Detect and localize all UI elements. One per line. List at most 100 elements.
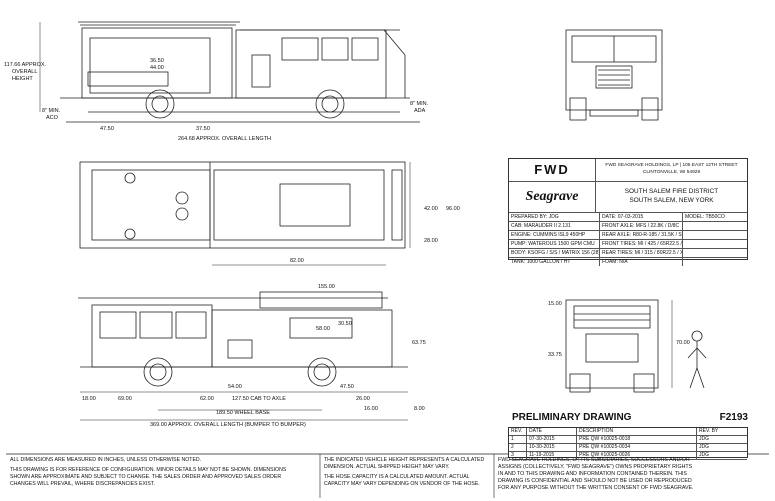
dim-6375: 63.75 [412,340,426,346]
note-hose-1: THE HOSE CAPACITY IS A CALCULATED AMOUNT… [324,474,470,480]
revision-cell: 10-30-2015 [527,444,577,451]
fwd-logo: FWD [509,159,596,181]
spec-row: BODY: KSOFG / S/S / MATRIX 156 (28)REAR … [509,249,747,258]
note-hose-2: CAPACITY MAY VARY DEPENDING ON VENDOR OF… [324,481,480,487]
dim-6900: 69.00 [118,396,132,402]
customer-name: SOUTH SALEM FIRE DISTRICT [624,188,719,195]
spec-cell [683,231,747,239]
dim-4400: 44.00 [150,65,164,71]
revision-header: REV. DATE DESCRIPTION REV. BY [509,428,747,436]
dim-8200: 82.00 [290,258,304,264]
revision-cell: JDG [699,444,709,450]
dim-4200: 42.00 [424,206,438,212]
preliminary-label: PRELIMINARY DRAWING [512,411,632,423]
dim-4750-top: 47.50 [100,126,114,132]
dim-1800: 18.00 [82,396,96,402]
revision-cell: PRE QW #10025-0018 [577,436,697,443]
spec-cell: BODY: KSOFG / S/S / MATRIX 156 (28) [511,249,600,257]
dim-800: 8.00 [414,406,425,412]
dim-15500: 155.00 [318,284,335,290]
dim-5400: 54.00 [228,384,242,390]
notes-right: FWD SEAGRAVE HOLDINGS, LP, ITS SUBSIDIAR… [498,457,768,492]
title-block: FWD FWD SEAGRAVE HOLDINGS, LP | 105 EAST… [508,158,748,266]
dim-wheelbase: 189.50 WHEEL BASE [216,410,270,416]
revision-cell: 3 [509,452,527,459]
rear-view [565,299,707,393]
dim-6200: 62.00 [200,396,214,402]
dim-3650: 36.50 [150,58,164,64]
spec-cell [683,258,747,266]
spec-cell: PUMP: WATEROUS 1500 GPM CMU [509,240,600,248]
note-height-2: DIMENSION. ACTUAL SHIPPED HEIGHT MAY VAR… [324,464,450,470]
dim-3375: 33.75 [548,352,562,358]
spec-cell: CAB: MARAUDER II 2.131 [509,222,600,230]
spec-cell: PREPARED BY: JDG [509,213,600,221]
side-elevation-view [39,21,420,123]
dim-2600: 26.00 [356,396,370,402]
spec-cell: ENGINE: CUMMINS ISL9 450HP [509,231,600,239]
note-rights-2: ASSIGNS (COLLECTIVELY, "FWD SEAGRAVE") O… [498,464,693,470]
company-city: CLINTONVILLE, WI 54929 [642,170,701,175]
dim-3750-top: 37.50 [196,126,210,132]
dim-height-2: OVERALL [12,69,37,75]
dim-5800: 58.00 [316,326,330,332]
note-rights-4: DRAWING IS CONFIDENTIAL AND SHOULD NOT B… [498,478,692,484]
revision-cell: JDG [699,436,709,442]
note-rights-5: FOR ANY PURPOSE WITHOUT THE WRITTEN CONS… [498,485,694,491]
preliminary-banner: PRELIMINARY DRAWING F2193 [512,410,748,424]
seagrave-logo: Seagrave [509,182,596,212]
notes-left: ALL DIMENSIONS ARE MEASURED IN INCHES, U… [10,457,315,488]
spec-cell: REAR AXLE: R80-R-185 / 31.5K / S-CAM [602,231,683,239]
front-view [565,29,663,121]
dim-7000: 70.00 [676,340,690,346]
dim-aco-2: ACO [46,115,59,121]
notes-middle: THE INDICATED VEHICLE HEIGHT REPRESENTS … [324,457,492,488]
spec-cell [683,249,747,257]
revision-cell: PRE QW #10025-0034 [577,444,697,451]
spec-cell: DATE: 07-03-2015 [600,213,683,221]
spec-cell [683,222,747,230]
spec-cell: REAR TIRES: MI / 315 / 80R22.5 / XZY3 [600,249,683,257]
spec-cell: FOAM: N/A [600,258,683,266]
spec-cell: MODEL: TB50CO [685,214,725,220]
spec-cell: TANK: 1000 GALLON / HT [509,258,600,266]
spec-cell: FRONT AXLE: MFS / 22.8K / D/8C [600,222,683,230]
plan-view [79,161,411,266]
drawing-number: F2193 [719,411,748,423]
revision-cell: 1 [509,436,527,443]
dim-ada-1: 8" MIN. [410,101,429,107]
dim-3050: 30.50 [338,321,352,327]
revision-cell: 07-30-2015 [527,436,577,443]
revision-cell: PRE QW #10025-0026 [577,452,697,459]
revision-cell: 2 [509,444,527,451]
dim-aco-1: 8" MIN. [42,108,61,114]
note-height-1: THE INDICATED VEHICLE HEIGHT REPRESENTS … [324,457,485,463]
revision-cell: 11-19-2015 [527,452,577,459]
dim-ada-2: ADA [414,108,426,114]
dim-overall-length-top: 264.68 APPROX. OVERALL LENGTH [178,136,271,142]
note-reference-1: THIS DRAWING IS FOR REFERENCE OF CONFIGU… [10,467,287,473]
note-dimensions: ALL DIMENSIONS ARE MEASURED IN INCHES, U… [10,457,202,463]
customer-location: SOUTH SALEM, NEW YORK [629,197,714,204]
dim-2800: 28.00 [424,238,438,244]
note-rights-3: IN AND TO THIS DRAWING AND INFORMATION C… [498,471,687,477]
company-address: FWD SEAGRAVE HOLDINGS, LP | 105 EAST 12T… [605,163,738,168]
dim-4750-bottom: 47.50 [340,384,354,390]
dim-height-1: 117.66 APPROX. [4,62,47,68]
dim-1500: 15.00 [548,301,562,307]
dim-overall-length-bottom: 369.00 APPROX. OVERALL LENGTH (BUMPER TO… [150,422,306,428]
note-reference-3: CHANGES WILL PREVAIL, WHERE DISCREPANCIE… [10,481,155,487]
note-reference-2: SHOWN ARE APPROXIMATE AND SUBJECT TO CHA… [10,474,282,480]
